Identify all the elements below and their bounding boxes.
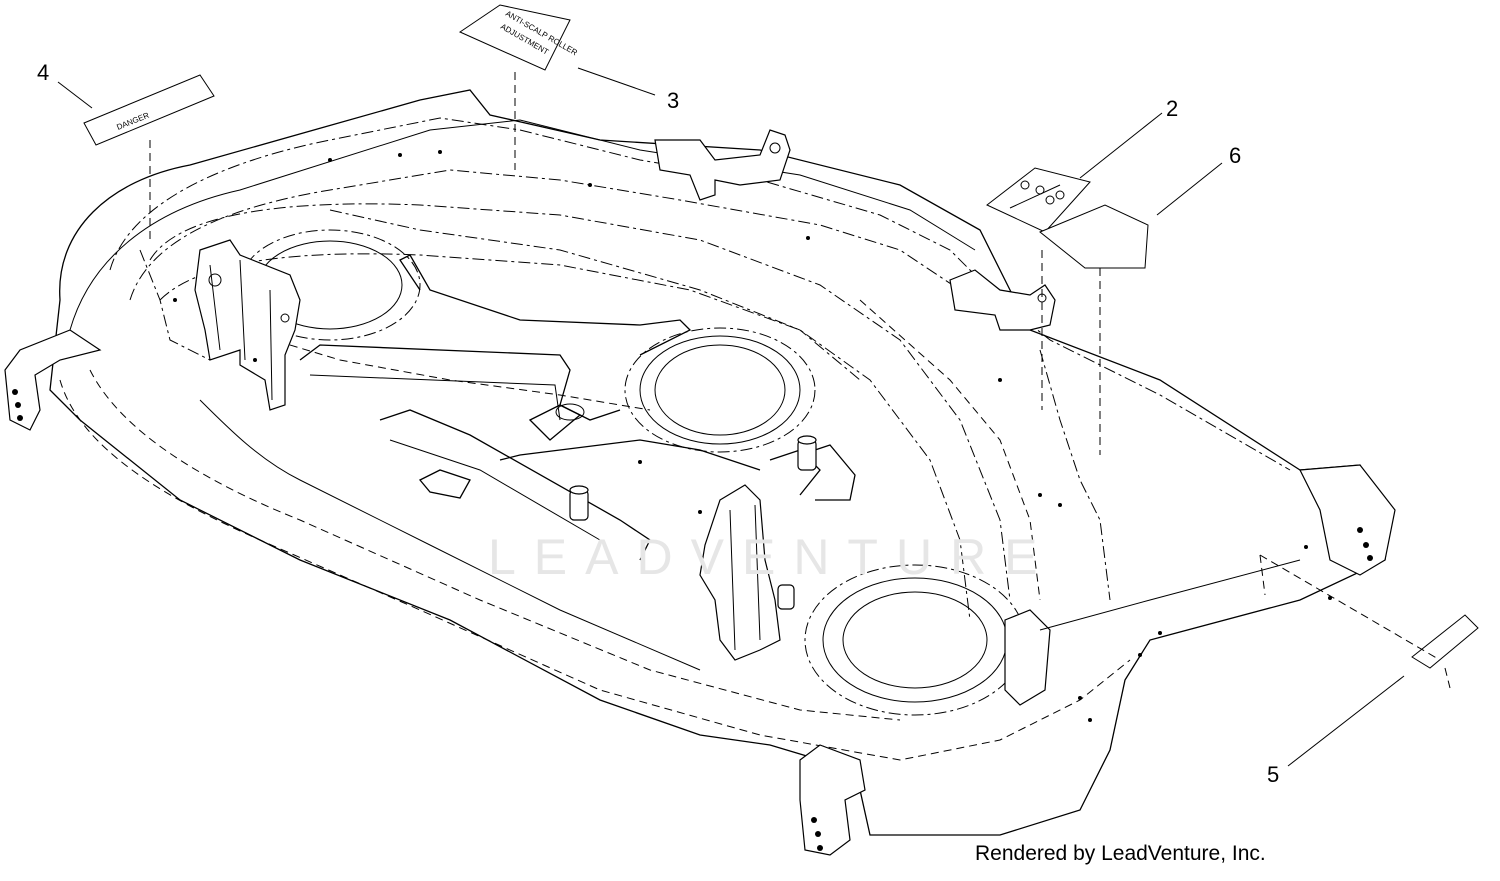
left-mount-bracket <box>194 239 301 411</box>
spindle-center <box>624 327 816 453</box>
deck-shell <box>49 89 1391 836</box>
callouts: 4 3 2 6 5 <box>37 60 1279 787</box>
fastener-dots <box>173 150 1332 722</box>
decal-6 <box>1039 204 1149 269</box>
front-side-plate <box>799 744 866 856</box>
left-side-plate <box>4 329 102 431</box>
top-lift-bracket <box>654 129 791 201</box>
watermark: LEADVENTURE <box>488 529 1056 585</box>
rear-deflector-mount <box>1004 559 1301 706</box>
right-side-plate <box>1299 464 1396 576</box>
decal-4: DANGER <box>83 74 215 146</box>
belt-path <box>149 203 1011 621</box>
right-mount-bracket <box>569 435 856 661</box>
decal-3: ANTI-SCALP ROLLER ADJUSTMENT <box>458 4 579 71</box>
decal-2 <box>986 167 1091 233</box>
right-lift-bracket <box>949 269 1056 331</box>
callout-5: 5 <box>1267 762 1279 787</box>
callout-6: 6 <box>1229 143 1241 168</box>
placement-lines <box>149 72 1451 689</box>
callout-2: 2 <box>1166 96 1178 121</box>
callout-4: 4 <box>37 60 49 85</box>
render-credit: Rendered by LeadVenture, Inc. <box>975 842 1266 865</box>
spindle-right <box>804 564 1026 716</box>
leader-lines <box>57 67 1405 767</box>
center-frame <box>299 254 761 561</box>
decal-5 <box>1411 614 1479 669</box>
callout-3: 3 <box>667 88 679 113</box>
